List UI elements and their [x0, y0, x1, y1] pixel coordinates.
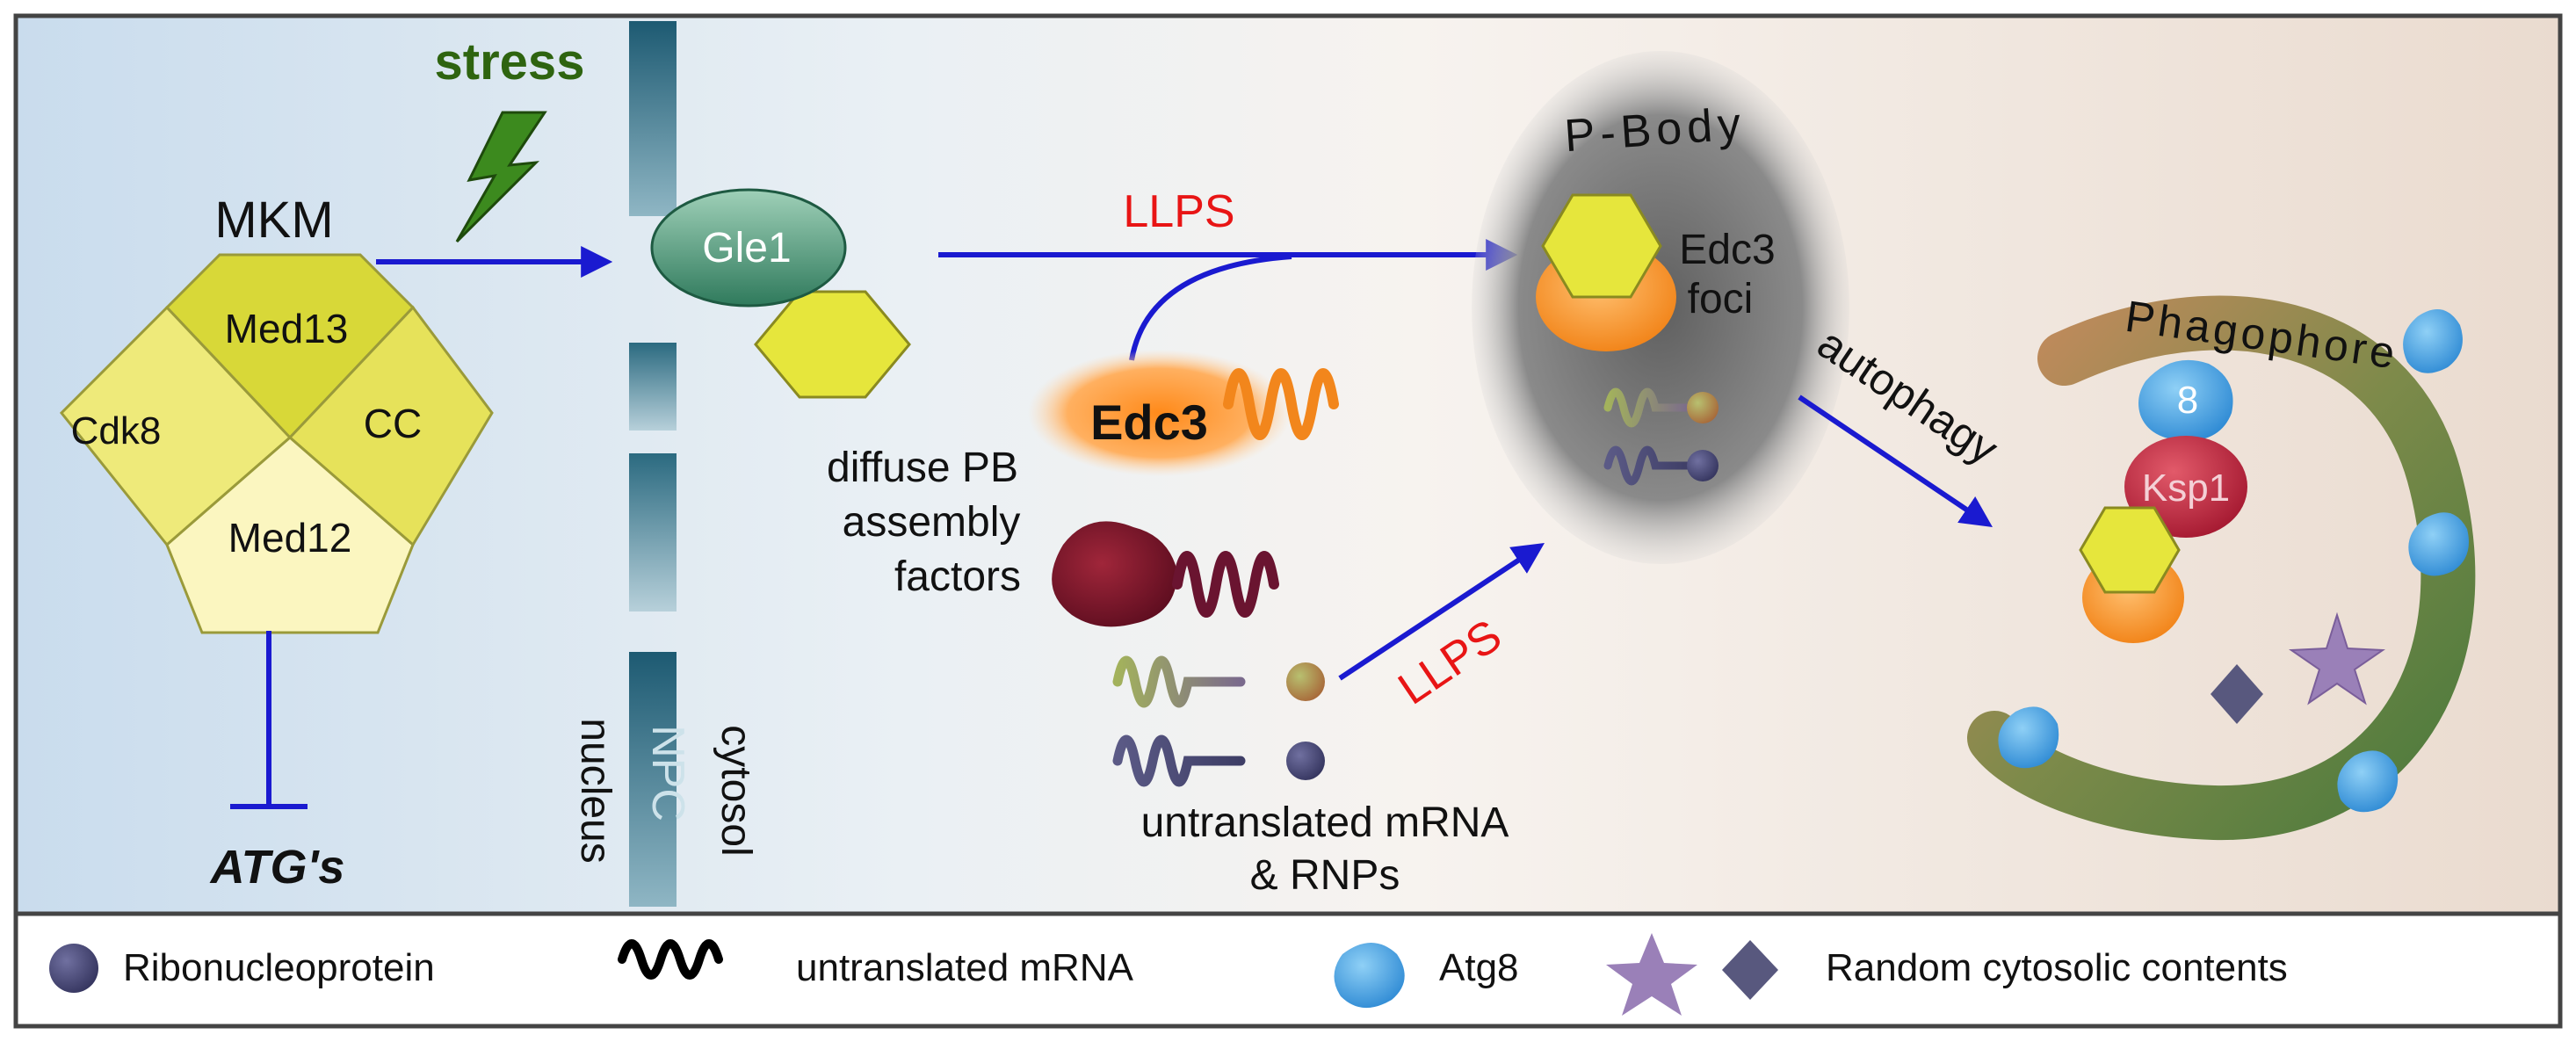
- legend-rnp-label: Ribonucleoprotein: [123, 946, 435, 989]
- legend-diamond-icon: [1722, 940, 1778, 1000]
- mrna-squiggle-b: [1112, 734, 1246, 787]
- gle1-ellipse: [650, 188, 847, 308]
- atg8-protein: [2408, 512, 2469, 576]
- atg8-bound-label: 8: [2177, 379, 2198, 422]
- mediator-kinase-module: [59, 253, 494, 634]
- npc-segment-top: [629, 21, 677, 216]
- atg8-protein: [2403, 309, 2463, 373]
- npc-segment-mid2: [629, 453, 677, 611]
- edc3-hexagon-cytosol: [754, 290, 911, 399]
- cytosol-label: cytosol: [713, 725, 759, 856]
- atgs-label: ATG's: [209, 841, 345, 894]
- pbody-title: P-Body: [1563, 98, 1747, 162]
- diffuse-line1: diffuse PB: [827, 445, 1018, 491]
- mkm-title: MKM: [214, 192, 333, 249]
- edc3-joining-curve: [1129, 254, 1292, 361]
- pbody-rnp-b: [1687, 450, 1719, 481]
- dark-red-factor: [1052, 521, 1177, 627]
- med12-subunit: [165, 436, 415, 634]
- mrna-squiggle-a: [1112, 655, 1246, 708]
- pbody-mrna-b: [1603, 445, 1695, 486]
- cdk8-label: Cdk8: [71, 409, 162, 452]
- edc3-squiggle: [1223, 368, 1339, 440]
- pbody-hexagon: [1541, 193, 1662, 299]
- legend-panel: [13, 911, 2563, 1029]
- diffuse-line2: assembly: [843, 499, 1021, 546]
- gle1-label: Gle1: [702, 225, 791, 271]
- lightning-bolt-icon: [455, 111, 547, 243]
- npc-segment-mid1: [629, 343, 677, 431]
- diffuse-line3: factors: [894, 554, 1021, 600]
- llps-label-top: LLPS: [1123, 186, 1234, 237]
- rnp-ball-a: [1286, 662, 1325, 701]
- pbody-mrna-a: [1603, 387, 1695, 428]
- ksp1-label: Ksp1: [2142, 467, 2230, 510]
- med13-label: Med13: [225, 306, 349, 351]
- legend-rnp-icon: [49, 944, 98, 993]
- atg8-protein: [1998, 706, 2059, 769]
- legend-atg8-icon: [1334, 943, 1405, 1009]
- legend-mrna-label: untranslated mRNA: [796, 946, 1134, 989]
- edc3-glow: [1028, 350, 1292, 476]
- pbody-foci-line2: foci: [1688, 276, 1754, 322]
- untranslated-line2: & RNPs: [1250, 852, 1400, 899]
- pbody-foci-line1: Edc3: [1679, 227, 1775, 273]
- cc-label: CC: [364, 401, 422, 446]
- phagophore-membrane: [1967, 295, 2476, 841]
- legend-atg8-label: Atg8: [1439, 946, 1519, 989]
- legend-mrna-icon: [618, 939, 723, 980]
- untranslated-line1: untranslated mRNA: [1141, 800, 1509, 846]
- stress-label: stress: [435, 33, 585, 90]
- dark-red-squiggle: [1172, 551, 1279, 618]
- cargo-star: [2288, 611, 2386, 706]
- nucleus-label: nucleus: [572, 718, 619, 863]
- cargo-diamond: [2211, 664, 2263, 724]
- atg8-bound-protein: [2138, 359, 2233, 441]
- atg8-protein: [2337, 750, 2399, 813]
- pbody-rnp-a: [1687, 392, 1719, 423]
- arrow-llps-diagonal: [1338, 543, 1545, 681]
- edc3-label: Edc3: [1090, 394, 1208, 450]
- legend-star-icon: [1606, 933, 1697, 1016]
- arrow-autophagy: [1798, 394, 1993, 528]
- rnp-ball-b: [1286, 742, 1325, 780]
- npc-label: NPC: [642, 725, 693, 821]
- npc-segment-bottom: [629, 652, 677, 907]
- cargo-hexagon: [2079, 506, 2181, 594]
- med12-label: Med12: [228, 515, 352, 561]
- legend-random-label: Random cytosolic contents: [1826, 946, 2288, 989]
